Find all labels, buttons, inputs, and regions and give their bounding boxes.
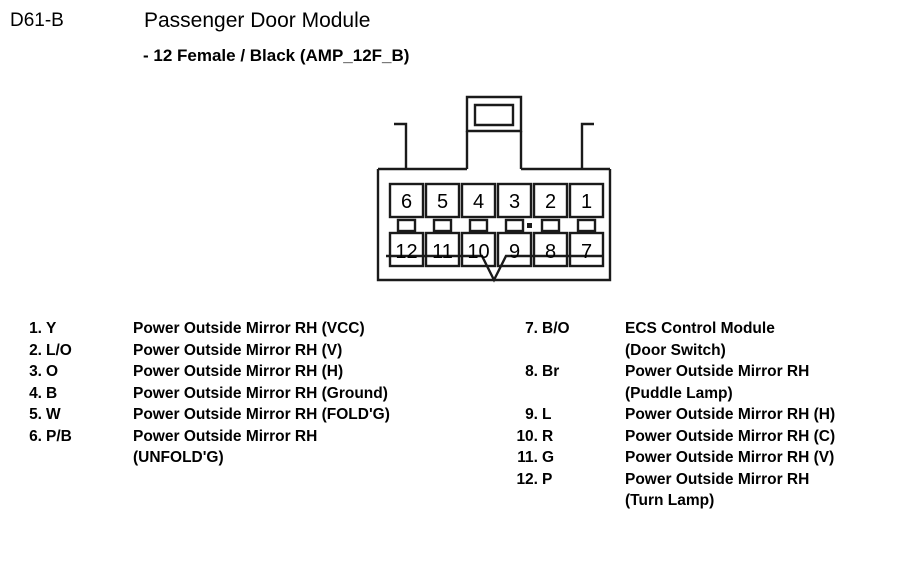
pin-description-continued: (Puddle Lamp) — [625, 384, 733, 402]
pin-entry-12-continuation: (Turn Lamp) — [492, 490, 916, 512]
pin-description: Power Outside Mirror RH (FOLD'G) — [133, 406, 390, 423]
side-tab-left — [394, 122, 408, 169]
pin-cell-1 — [568, 182, 605, 219]
pin-description: Power Outside Mirror RH (H) — [133, 363, 344, 380]
pin-number: 6. — [29, 427, 42, 445]
connector-diagram: 6 5 4 3 2 1 12 11 10 9 8 7 — [372, 84, 616, 292]
latch-window — [473, 103, 515, 127]
pin-description: Power Outside Mirror RH — [133, 427, 318, 445]
pin-label-10: 10 — [467, 241, 489, 263]
pin-label-5: 5 — [437, 191, 448, 213]
pin-entry-7: 7. B/O ECS Control Module — [492, 318, 916, 340]
pin-list-left: 1. Y Power Outside Mirror RH (VCC) 2. L/… — [0, 318, 495, 469]
pin-color: O — [46, 363, 59, 380]
pin-color: P — [542, 470, 553, 488]
pin-entry-8: 8. Br Power Outside Mirror RH — [492, 361, 916, 383]
pin-entry-12: 12. P Power Outside Mirror RH — [492, 469, 916, 491]
pin-cell-5 — [424, 182, 461, 219]
pin-description: Power Outside Mirror RH — [625, 470, 810, 488]
pin-number: 2. — [29, 341, 42, 359]
pin-cell-4 — [460, 182, 497, 219]
pin-entry-4: 4. B Power Outside Mirror RH (Ground) — [0, 383, 495, 405]
pin-description: Power Outside Mirror RH (VCC) — [133, 320, 365, 337]
pin-color: R — [542, 427, 554, 445]
pin-cell-12 — [388, 231, 425, 268]
pin-entry-1: 1. Y Power Outside Mirror RH (VCC) — [0, 318, 495, 340]
side-tab-right — [580, 122, 594, 169]
pin-entry-6: 6. P/B Power Outside Mirror RH — [0, 426, 495, 448]
pin-color: L/O — [46, 341, 72, 359]
pin-cell-8 — [532, 231, 569, 268]
connector-code: D61-B — [10, 10, 64, 31]
pin-number: 8. — [525, 363, 538, 380]
pin-color: W — [46, 406, 61, 423]
pin-neck-4-10 — [468, 218, 489, 233]
skirt-notch — [386, 254, 602, 283]
pin-neck-3-9 — [504, 218, 525, 233]
pin-description: Power Outside Mirror RH (V) — [133, 341, 343, 359]
pin-entry-10: 10. R Power Outside Mirror RH (C) — [492, 426, 916, 448]
pin-number: 9. — [525, 406, 538, 423]
pin-description: Power Outside Mirror RH — [625, 363, 810, 380]
pin-description-continued: (Door Switch) — [625, 341, 726, 359]
pin-color: P/B — [46, 427, 72, 445]
pin-entry-8-continuation: (Puddle Lamp) — [492, 383, 916, 405]
pin-entry-9: 9. L Power Outside Mirror RH (H) — [492, 404, 916, 426]
latch-neck — [465, 131, 523, 169]
pin-label-9: 9 — [509, 241, 520, 263]
pin-number: 1. — [29, 320, 42, 337]
pin-label-6: 6 — [401, 191, 412, 213]
pin-label-11: 11 — [432, 241, 453, 263]
pin-description: Power Outside Mirror RH (Ground) — [133, 384, 388, 402]
pin-list-right: 7. B/O ECS Control Module (Door Switch) … — [492, 318, 916, 512]
pin-description-continued: (Turn Lamp) — [625, 492, 715, 509]
connector-subtitle: - 12 Female / Black (AMP_12F_B) — [143, 46, 410, 65]
pin-description-continued: (UNFOLD'G) — [133, 449, 224, 466]
pin-description: Power Outside Mirror RH (H) — [625, 406, 836, 423]
pin-cell-3 — [496, 182, 533, 219]
pin-cell-10 — [460, 231, 497, 268]
pin-number: 10. — [516, 427, 538, 445]
pin-entry-5: 5. W Power Outside Mirror RH (FOLD'G) — [0, 404, 495, 426]
pin-color: Br — [542, 363, 560, 380]
pin-label-3: 3 — [509, 191, 520, 213]
pin-number: 12. — [516, 470, 538, 488]
pin-entry-3: 3. O Power Outside Mirror RH (H) — [0, 361, 495, 383]
pin-color: B/O — [542, 320, 570, 337]
pin-neck-6-12 — [396, 218, 417, 233]
pin-label-12: 12 — [395, 241, 417, 263]
pin-label-2: 2 — [545, 191, 556, 213]
pin-neck-2-8 — [540, 218, 561, 233]
pin-description: ECS Control Module — [625, 320, 775, 337]
connector-svg: 6 5 4 3 2 1 12 11 10 9 8 7 — [376, 95, 612, 283]
pin-label-7: 7 — [581, 241, 592, 263]
pin-number: 4. — [29, 384, 42, 402]
pin-label-4: 4 — [473, 191, 484, 213]
pin-number: 7. — [525, 320, 538, 337]
pin-number: 5. — [29, 406, 42, 423]
page-title: Passenger Door Module — [144, 9, 371, 32]
pin-color: G — [542, 449, 555, 466]
pin-neck-1-7 — [576, 218, 597, 233]
pin-color: B — [46, 384, 58, 402]
pin-description: Power Outside Mirror RH (C) — [625, 427, 836, 445]
pin-entry-2: 2. L/O Power Outside Mirror RH (V) — [0, 340, 495, 362]
pin-cell-11 — [424, 231, 461, 268]
pin-cell-7 — [568, 231, 605, 268]
pin-color: Y — [46, 320, 57, 337]
pin-number: 11. — [517, 449, 538, 466]
pin-cell-2 — [532, 182, 569, 219]
pin-entry-11: 11. G Power Outside Mirror RH (V) — [492, 447, 916, 469]
pin-entry-7-continuation: (Door Switch) — [492, 340, 916, 362]
pin-entry-6-continuation: (UNFOLD'G) — [0, 447, 495, 469]
pin-description: Power Outside Mirror RH (V) — [625, 449, 835, 466]
pin-cell-6 — [388, 182, 425, 219]
pin-label-1: 1 — [581, 191, 592, 213]
pin-label-8: 8 — [545, 241, 556, 263]
pin-color: L — [542, 406, 552, 423]
pin-cell-9 — [496, 231, 533, 268]
pin-neck-5-11 — [432, 218, 453, 233]
alignment-dot — [527, 223, 532, 228]
pin-number: 3. — [29, 363, 42, 380]
